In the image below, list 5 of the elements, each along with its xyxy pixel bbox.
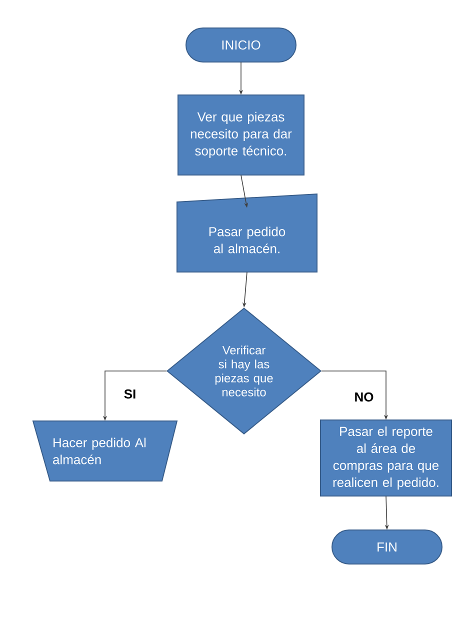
- end-terminal: FIN: [332, 530, 442, 564]
- start-terminal: INICIO: [186, 28, 296, 62]
- manual-input-box: Pasar pedido al almacén.: [176, 193, 318, 272]
- process-box: Ver que piezas necesito para dar soporte técnico.: [178, 94, 304, 176]
- process-box: Pasar el reporte al área de compras para que realicen el pedido.: [320, 420, 452, 496]
